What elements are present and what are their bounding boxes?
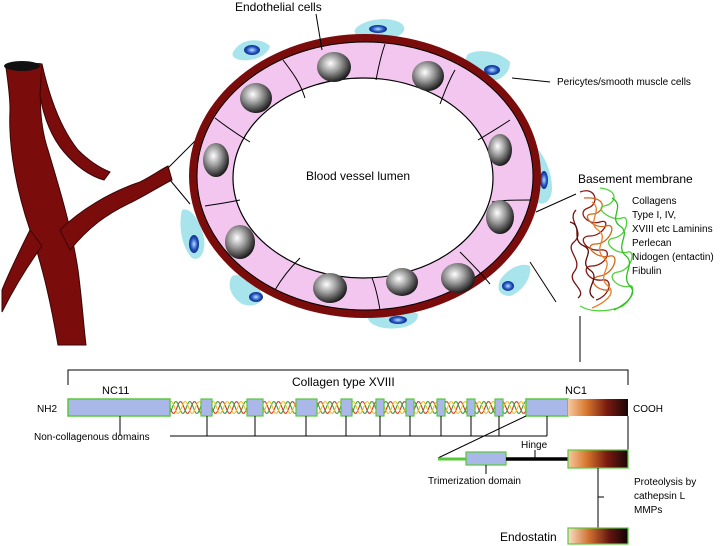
vessel-branch-right <box>59 165 173 251</box>
cooh-label: COOH <box>633 404 663 415</box>
interruption-domain <box>405 398 415 417</box>
nc1-expansion: Hinge Trimerization domain Proteolysis b… <box>428 415 696 545</box>
interruption-domain <box>466 398 476 417</box>
proteolysis-label-line: cathepsin L <box>634 491 686 502</box>
interruption-domain <box>340 398 353 417</box>
bm-component: Fibulin <box>632 266 661 277</box>
nc11-domain <box>67 398 171 417</box>
bm-component: Type I, IV, <box>632 210 676 221</box>
interruption-domain <box>200 398 213 417</box>
collagen-bracket <box>67 369 629 385</box>
pericyte-nucleus <box>540 171 548 189</box>
bm-component: Collagens <box>632 196 676 207</box>
nh2-label: NH2 <box>37 404 57 415</box>
hinge-label: Hinge <box>521 440 548 451</box>
zoom-line-bottom <box>169 179 191 205</box>
interruption-domain <box>436 398 446 417</box>
vessel-cross-section <box>180 19 552 329</box>
trimerization-label: Trimerization domain <box>428 476 521 487</box>
basement-membrane <box>529 187 634 362</box>
collagen-xviii-molecule: Collagen type XVIII NC11 NC1 NH2 COOH <box>34 369 663 443</box>
pericyte-nucleus <box>189 235 199 253</box>
bm-components-list: Collagens Type I, IV, XVIII etc Laminins… <box>632 196 714 277</box>
endothelial-nucleus <box>225 225 255 259</box>
proteolysis-label-line: Proteolysis by <box>634 477 696 488</box>
pericyte-nuclei <box>189 25 548 324</box>
pericyte-nucleus <box>484 65 500 75</box>
vessel-lumen <box>232 77 494 279</box>
interruption-domain <box>295 398 318 417</box>
bm-zoom-bottom <box>529 261 557 303</box>
endothelial-nucleus <box>441 263 475 293</box>
proteolysis-label-line: MMPs <box>634 505 662 516</box>
endothelial-cell-borders <box>204 43 531 311</box>
basement-membrane-label: Basement membrane <box>578 172 693 186</box>
nc1-label: NC1 <box>565 385 587 397</box>
pericyte-nucleus <box>244 45 260 55</box>
pericyte-nucleus <box>389 316 407 324</box>
interruption-domain <box>494 398 504 417</box>
endostatin-fragment <box>567 527 629 545</box>
interruption-domain <box>246 398 264 417</box>
nc11-label: NC11 <box>102 385 129 397</box>
vessel-branch-lower-left <box>1 229 43 313</box>
nc1-zoom-left <box>437 415 527 459</box>
endothelial-nucleus <box>386 268 418 296</box>
endothelial-nucleus <box>203 143 229 177</box>
bm-component: XVIII etc Laminins <box>632 224 713 235</box>
pericytes-label: Pericytes/smooth muscle cells <box>557 77 691 88</box>
vessel-opening <box>4 61 40 71</box>
vessel-branch-upper <box>39 63 111 181</box>
endostatin-label: Endostatin <box>500 530 557 544</box>
expanded-trimerization-domain <box>465 451 507 466</box>
branching-vessel <box>1 61 207 346</box>
endothelial-nucleus <box>240 83 272 113</box>
endothelial-nucleus <box>313 273 347 303</box>
pericyte-nucleus <box>249 292 263 302</box>
collagen-title: Collagen type XVIII <box>292 375 395 389</box>
bm-component: Perlecan <box>632 238 671 249</box>
bm-component: Nidogen (entactin) <box>632 252 714 263</box>
endothelial-nuclei <box>203 52 514 303</box>
endothelial-nucleus <box>488 134 512 166</box>
expanded-endostatin-domain <box>567 449 629 469</box>
nc1-trimerization-domain <box>525 398 569 417</box>
endothelial-nucleus <box>412 61 444 91</box>
non-collagenous-label: Non-collagenous domains <box>34 432 150 443</box>
pericyte-nucleus <box>369 25 387 33</box>
bm-zoom-top <box>535 193 577 213</box>
endothelial-nucleus <box>317 52 351 82</box>
endothelial-nucleus <box>486 200 514 234</box>
bm-tangle <box>569 187 634 312</box>
interruption-domain <box>375 398 385 417</box>
lumen-label: Blood vessel lumen <box>306 169 410 183</box>
endothelial-cells-leader <box>315 13 323 51</box>
non-collagenous-bracket <box>119 416 548 437</box>
pericytes-leader <box>511 77 551 83</box>
endothelial-cells-label: Endothelial cells <box>235 0 322 14</box>
pericyte-nucleus <box>502 281 514 291</box>
nc1-endostatin-domain <box>568 399 628 416</box>
